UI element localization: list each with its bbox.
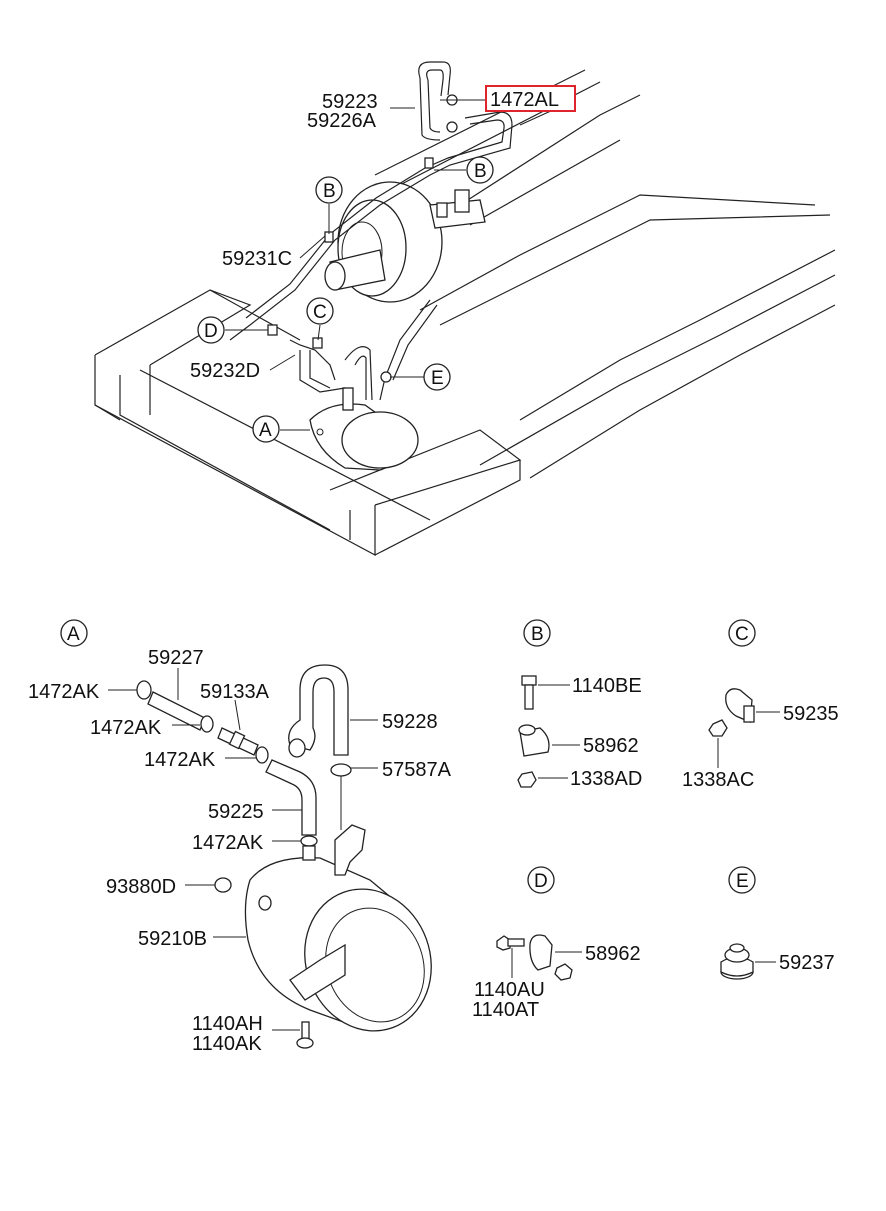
grommet-59237	[720, 943, 754, 980]
bolt-1140au	[496, 935, 525, 951]
label-57587a: 57587A	[382, 759, 452, 781]
bolt-1140be	[521, 675, 537, 710]
detail-d: D 58962 1140AU 1140AT	[472, 866, 641, 1021]
label-59231c: 59231C	[222, 248, 292, 270]
label-59226a: 59226A	[307, 110, 377, 132]
label-1472ak-2: 1472AK	[90, 717, 162, 739]
label-1472ak-4: 1472AK	[192, 832, 264, 854]
label-1140au: 1140AU	[474, 979, 545, 1001]
main-assembly-view: 59223 59226A 1472AL 59231C 59232D B B C …	[94, 61, 836, 557]
svg-text:E: E	[431, 368, 444, 389]
callout-d: D	[197, 316, 225, 344]
svg-text:C: C	[313, 302, 327, 323]
clamp-1472ak-2	[200, 715, 214, 733]
nut-1338ad	[517, 771, 537, 788]
plug-93880d	[214, 877, 232, 893]
svg-text:A: A	[259, 420, 272, 441]
label-1472ak-1: 1472AK	[28, 681, 100, 703]
clip-58962-d	[529, 934, 553, 971]
label-1140ah: 1140AH	[192, 1013, 263, 1035]
detail-b-title: B	[531, 624, 544, 645]
svg-text:D: D	[204, 321, 218, 342]
label-59227: 59227	[148, 647, 204, 669]
clamp-1472ak-3	[255, 746, 269, 764]
callout-e: E	[423, 363, 451, 391]
label-1472ak-3: 1472AK	[144, 749, 216, 771]
detail-d-title: D	[534, 871, 548, 892]
callout-c: C	[306, 297, 334, 325]
label-59237: 59237	[779, 952, 835, 974]
hose-59228	[288, 664, 349, 756]
label-1140ak: 1140AK	[192, 1033, 262, 1055]
detail-a: A	[28, 619, 452, 1055]
label-59210b: 59210B	[138, 928, 207, 950]
callout-b-left: B	[315, 176, 343, 204]
detail-e: E 59237	[720, 866, 835, 980]
label-1472al: 1472AL	[490, 89, 559, 111]
svg-text:B: B	[323, 181, 336, 202]
bolt-1140ah	[296, 1021, 314, 1049]
label-1140be: 1140BE	[572, 675, 642, 697]
detail-c: C 59235 1338AC	[682, 619, 839, 791]
hose-59227	[147, 691, 206, 731]
label-59225: 59225	[208, 801, 264, 823]
label-59223: 59223	[322, 91, 378, 113]
highlight-box-1472al	[485, 85, 576, 112]
clip-58962	[518, 724, 550, 757]
label-1338ac: 1338AC	[682, 769, 754, 791]
detail-b: B 1140BE 58962 1338AD	[517, 619, 642, 790]
detail-a-leaders	[108, 668, 378, 1031]
label-1140at: 1140AT	[472, 999, 539, 1021]
label-59133a: 59133A	[200, 681, 270, 703]
hose-59225	[265, 759, 317, 836]
brake-booster	[324, 181, 486, 303]
clip-59235	[725, 688, 755, 723]
clamp-57587a	[330, 763, 352, 777]
clamp-1472ak-1	[136, 680, 152, 700]
nut-1338ac	[708, 719, 728, 737]
vacuum-lines	[229, 61, 513, 401]
clamp-1472ak-4	[300, 835, 318, 847]
detail-a-title: A	[67, 624, 80, 645]
label-59232d: 59232D	[190, 360, 260, 382]
label-59228: 59228	[382, 711, 438, 733]
label-59235: 59235	[783, 703, 839, 725]
label-58962-b: 58962	[583, 735, 639, 757]
detail-e-title: E	[736, 871, 749, 892]
label-1338ad: 1338AD	[570, 768, 642, 790]
callout-a: A	[252, 415, 280, 443]
svg-text:B: B	[474, 161, 487, 182]
detail-c-title: C	[735, 624, 749, 645]
label-93880d: 93880D	[106, 876, 176, 898]
callout-b-upper: B	[466, 156, 494, 184]
frame-rails	[94, 69, 836, 557]
label-58962-d: 58962	[585, 943, 641, 965]
vacuum-tank-main	[309, 387, 419, 471]
